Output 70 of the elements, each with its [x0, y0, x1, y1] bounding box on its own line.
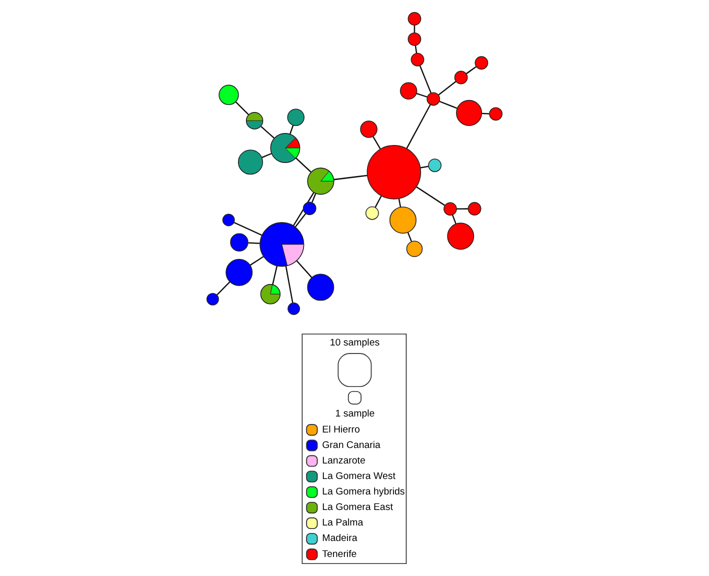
connector	[414, 46, 418, 54]
node-circle	[454, 70, 468, 84]
connector	[296, 260, 312, 278]
legend-label: La Gomera East	[322, 502, 393, 514]
connector	[250, 256, 264, 266]
node-circle	[206, 292, 219, 306]
node-circle	[489, 107, 502, 121]
connector	[466, 66, 476, 74]
node-circle	[302, 202, 316, 216]
legend-label: Madeira	[322, 533, 358, 544]
connector	[260, 126, 275, 139]
connector	[407, 232, 412, 242]
node-circle	[444, 202, 457, 216]
connector	[312, 193, 316, 203]
node-circle	[307, 274, 334, 301]
node-circle	[288, 302, 300, 315]
connector	[419, 66, 432, 94]
connector	[406, 104, 431, 149]
node-circle	[408, 32, 422, 46]
node-circle	[366, 145, 422, 200]
node-circle	[428, 158, 442, 172]
node-circle	[468, 202, 482, 216]
connector	[235, 102, 250, 116]
connector	[295, 158, 312, 173]
connector	[456, 208, 468, 210]
legend-label: 10 samples	[330, 338, 380, 349]
node-circle	[400, 82, 418, 100]
node-circle	[226, 258, 253, 286]
node-circle	[287, 108, 305, 126]
connector	[416, 92, 428, 98]
connector	[438, 80, 456, 96]
connector	[420, 166, 429, 168]
connector	[372, 136, 381, 150]
connector	[216, 281, 230, 296]
connector	[272, 266, 278, 285]
node-circle	[456, 100, 482, 126]
connector	[248, 242, 260, 244]
node-circle	[360, 120, 378, 138]
connector	[374, 196, 382, 208]
node-circle	[238, 150, 264, 175]
legend-label: La Gomera West	[322, 470, 396, 482]
node-circle	[408, 12, 422, 26]
node-circle	[230, 233, 248, 252]
connector	[398, 198, 402, 208]
connector	[294, 213, 306, 228]
legend-label: La Palma	[322, 518, 364, 529]
connector	[262, 153, 272, 158]
legend-label: Tenerife	[322, 548, 357, 560]
connector	[285, 266, 294, 304]
node-circle	[474, 56, 488, 70]
connector	[416, 186, 445, 206]
connector	[234, 222, 262, 236]
connector	[334, 174, 368, 180]
legend-label: La Gomera hybrids	[322, 486, 405, 498]
node-circle	[426, 92, 440, 106]
node-circle	[389, 206, 416, 234]
node-circle	[218, 84, 239, 106]
node-circle	[447, 222, 474, 250]
node-circle	[410, 52, 424, 66]
connector	[289, 125, 294, 134]
connector	[452, 214, 457, 224]
connector	[439, 100, 458, 109]
legend-label: Gran Canaria	[322, 440, 380, 451]
node-circle	[222, 214, 235, 226]
legend-label: 1 sample	[335, 408, 375, 420]
legend-label: Lanzarote	[322, 455, 366, 466]
node-circle	[365, 206, 379, 220]
legend-label: El Hierro	[322, 424, 360, 436]
node-circle	[406, 240, 423, 258]
connector	[292, 192, 314, 226]
